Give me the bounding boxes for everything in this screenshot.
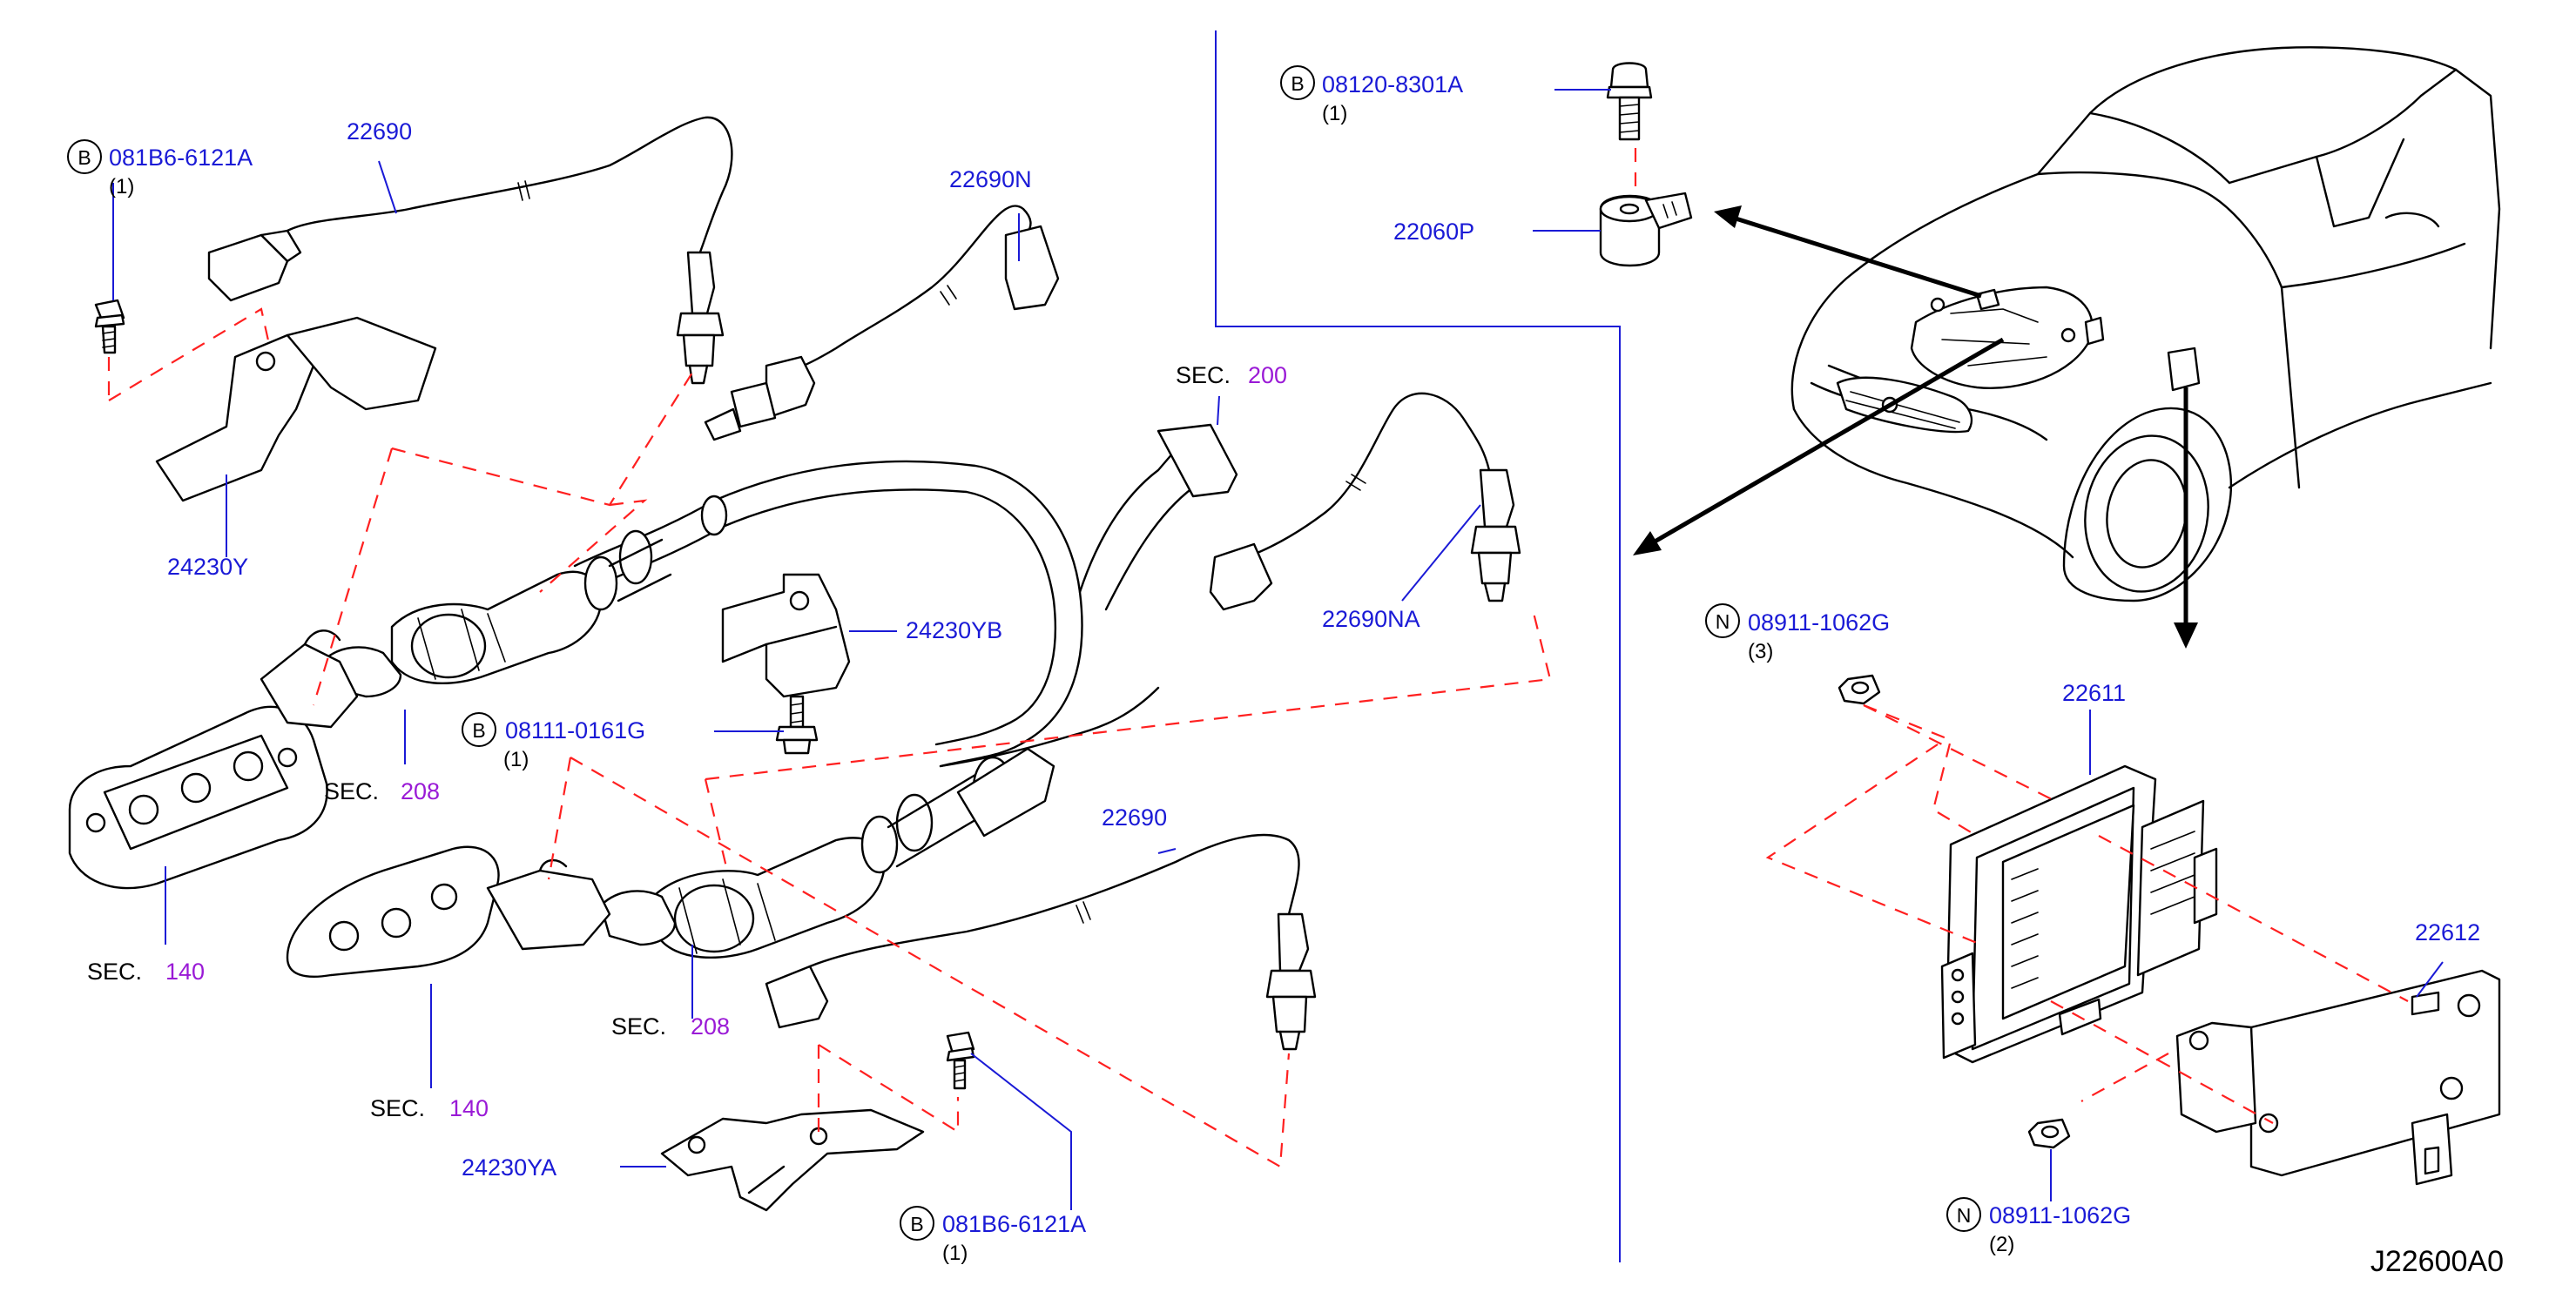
part-number: 08911-1062G	[1989, 1202, 2131, 1228]
badge-circle	[462, 712, 496, 747]
quantity: (1)	[1322, 102, 1347, 125]
left-exhaust-manifold	[68, 629, 359, 890]
part-label-22611[interactable]: 22611	[2062, 680, 2126, 706]
part-label-22690-bottom[interactable]: 22690	[1102, 804, 1167, 831]
callout-nut-08911-lower[interactable]: N 08911-1062G (2)	[1946, 1197, 2131, 1256]
section-ref-140-lower[interactable]: SEC. 140	[370, 1095, 489, 1121]
badge-circle	[1705, 603, 1740, 638]
arrow-to-exhaust	[1633, 337, 2005, 555]
engine-control-module-22611	[1940, 764, 2218, 1064]
section-ref-208-upper[interactable]: SEC. 208	[324, 778, 440, 804]
badge-letter: B	[472, 719, 485, 742]
part-label-22690n[interactable]: 22690N	[949, 166, 1032, 192]
part-label-22612[interactable]: 22612	[2415, 919, 2480, 945]
badge-circle	[1280, 65, 1315, 100]
section-number: 140	[165, 959, 205, 985]
part-label-24230ya[interactable]: 24230YA	[462, 1154, 556, 1181]
knock-sensor-22060p	[1599, 192, 1693, 267]
bolt-081b6-6121a-top	[94, 299, 125, 354]
badge-circle	[67, 139, 102, 174]
part-number: 08120-8301A	[1322, 71, 1463, 98]
part-number: 081B6-6121A	[109, 145, 253, 171]
lower-catalytic-converter	[599, 747, 1055, 959]
nut-08911-1062g-lower	[2027, 1118, 2071, 1149]
sensor-bracket-24230y	[155, 316, 437, 502]
part-label-22690-top[interactable]: 22690	[347, 118, 412, 145]
sensor-bracket-24230yb	[721, 573, 851, 698]
air-fuel-ratio-sensor-22690-bottom	[765, 833, 1317, 1051]
section-number: 208	[691, 1013, 730, 1040]
nut-08911-1062g-upper	[1838, 674, 1881, 705]
badge-letter: B	[78, 146, 91, 169]
quantity: (2)	[1989, 1233, 2014, 1256]
part-label-22690na[interactable]: 22690NA	[1322, 606, 1420, 632]
badge-letter: B	[910, 1213, 923, 1235]
section-prefix: SEC.	[87, 959, 142, 985]
callout-bolt-08111-0161g[interactable]: B 08111-0161G (1)	[462, 712, 645, 771]
heated-oxygen-sensor-22690na	[1209, 392, 1521, 611]
quantity: (1)	[503, 748, 529, 771]
section-ref-200[interactable]: SEC. 200	[1176, 362, 1287, 388]
quantity: (1)	[942, 1242, 968, 1265]
phantom-lines	[107, 148, 2409, 1168]
leader-lines	[112, 89, 2444, 1210]
section-prefix: SEC.	[324, 778, 379, 804]
front-exhaust-tube	[573, 423, 1238, 768]
badge-letter: N	[1957, 1204, 1972, 1227]
callout-bolt-081b6-bottom[interactable]: B 081B6-6121A (1)	[900, 1206, 1086, 1265]
part-number: 08111-0161G	[505, 717, 645, 744]
section-prefix: SEC.	[370, 1095, 425, 1121]
ecm-bracket-22612	[2175, 969, 2501, 1186]
heated-oxygen-sensor-22690n	[704, 205, 1060, 441]
callout-bolt-08120-8301a[interactable]: B 08120-8301A (1)	[1280, 65, 1463, 125]
bolt-08111-0161g	[775, 695, 819, 755]
callout-bolt-081b6-top[interactable]: B 081B6-6121A (1)	[67, 139, 253, 199]
part-label-24230y[interactable]: 24230Y	[167, 554, 248, 580]
section-number: 200	[1248, 362, 1287, 388]
badge-circle	[900, 1206, 934, 1241]
badge-letter: B	[1291, 72, 1304, 95]
part-label-22060p[interactable]: 22060P	[1393, 219, 1474, 245]
badge-letter: N	[1716, 610, 1730, 633]
part-number: 08911-1062G	[1748, 609, 1890, 636]
quantity: (3)	[1748, 640, 1773, 663]
part-number: 081B6-6121A	[942, 1211, 1086, 1237]
badge-circle	[1946, 1197, 1981, 1232]
arrow-to-knock-sensor	[1714, 205, 1982, 299]
vehicle-illustration	[1790, 46, 2501, 602]
section-divider	[1215, 30, 1621, 1262]
section-number: 140	[449, 1095, 489, 1121]
bolt-081b6-6121a-bottom	[946, 1031, 975, 1090]
arrow-to-ecm	[2174, 387, 2198, 649]
quantity: (1)	[109, 175, 134, 199]
callout-nut-08911-upper[interactable]: N 08911-1062G (3)	[1705, 603, 1890, 663]
diagram-code: J22600A0	[2370, 1245, 2504, 1278]
section-ref-140-left[interactable]: SEC. 140	[87, 959, 205, 985]
section-number: 208	[401, 778, 440, 804]
section-prefix: SEC.	[611, 1013, 666, 1040]
bolt-08120-8301a	[1606, 62, 1653, 141]
sensor-bracket-24230ya	[660, 1108, 925, 1212]
section-prefix: SEC.	[1176, 362, 1231, 388]
air-fuel-ratio-sensor-22690-top	[207, 116, 733, 385]
part-label-24230yb[interactable]: 24230YB	[906, 617, 1002, 643]
right-exhaust-manifold	[286, 845, 611, 978]
section-ref-208-lower[interactable]: SEC. 208	[611, 1013, 730, 1040]
